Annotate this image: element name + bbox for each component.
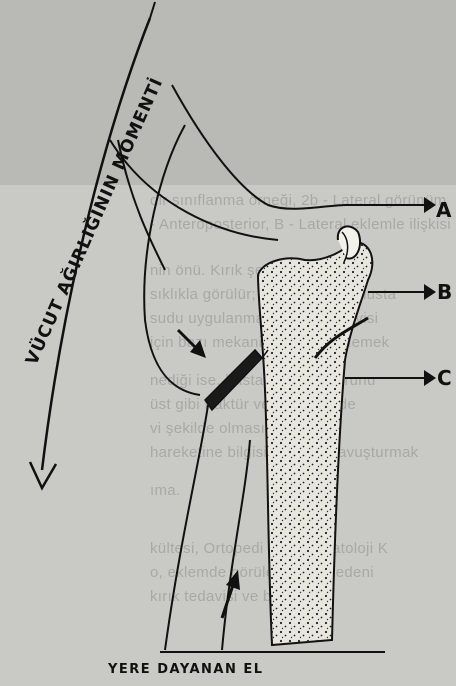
bone-stipple [258,242,372,645]
marker-b: B [437,280,452,304]
forearm-left-edge [165,405,208,650]
arrow-a-head [424,197,436,213]
arrow-c-head [424,370,436,386]
ground-label: YERE DAYANAN EL [108,662,264,677]
ulna-outline [222,440,250,650]
marker-a: A [436,198,451,222]
ground-arrow-shaft [222,582,234,618]
scan-shadow-band [0,0,456,185]
ground-arrow-head [226,570,240,590]
arrow-b-head [424,284,436,300]
fracture-wedge [205,350,262,410]
marker-c: C [437,366,452,390]
